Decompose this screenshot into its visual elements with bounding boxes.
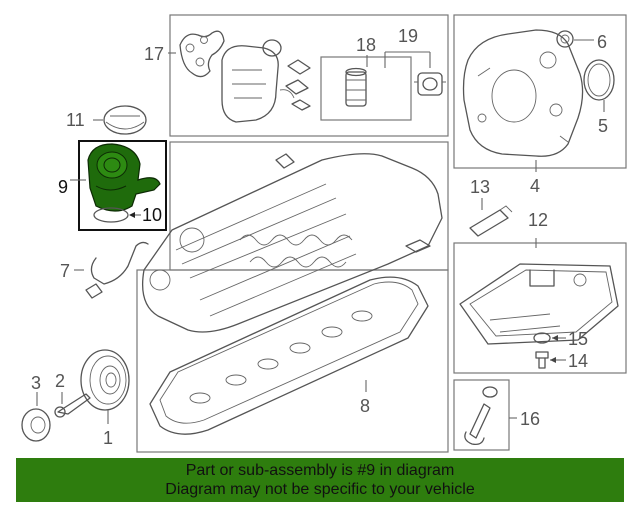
washer-part (21, 408, 51, 442)
callout-14: 14 (568, 351, 588, 371)
drain-plug-seal-part (533, 332, 551, 344)
banner-line-1: Part or sub-assembly is #9 in diagram (185, 462, 455, 479)
sealant-tube-part (469, 205, 513, 237)
group-box-top-center (169, 14, 449, 137)
o-ring-part (93, 207, 129, 223)
small-seal-rings-part (285, 59, 311, 111)
oil-filler-cap-part (103, 105, 147, 135)
pulley-bolt-part (54, 393, 91, 418)
callout-18: 18 (356, 35, 376, 55)
crankshaft-pulley-part (80, 349, 130, 411)
callout-10: 10 (142, 205, 162, 225)
group-box-gasket (136, 269, 449, 453)
banner-line-2: Diagram may not be specific to your vehi… (165, 481, 475, 498)
filter-kit-box (320, 56, 412, 121)
drain-plug-part (535, 351, 549, 369)
oil-pan-part (459, 263, 619, 345)
thermostat-housing-part (221, 39, 295, 123)
plug-part (556, 30, 574, 48)
callout-3: 3 (31, 373, 41, 393)
callout-13: 13 (470, 177, 490, 197)
callout-5: 5 (598, 116, 608, 136)
group-box-top-right (453, 14, 627, 169)
highlighted-oil-filler-neck-part (87, 143, 161, 212)
callout-12: 12 (528, 210, 548, 230)
callout-16: 16 (520, 409, 540, 429)
filter-cap-part (414, 72, 446, 96)
cylinder-head-cover-part (141, 153, 443, 333)
callout-1: 1 (103, 428, 113, 448)
valve-cover-gasket-part (149, 276, 429, 435)
callout-7: 7 (60, 261, 70, 281)
crank-seal-part (583, 59, 615, 101)
group-box-dipstick (453, 379, 510, 451)
dipstick-tube-part (464, 386, 498, 446)
callout-19: 19 (398, 26, 418, 46)
arrow-10 (129, 212, 135, 218)
callout-4: 4 (530, 176, 540, 196)
callout-8: 8 (360, 396, 370, 416)
group-box-highlighted-part (78, 140, 167, 231)
oil-filter-element-part (345, 67, 367, 107)
timing-cover-part (462, 29, 584, 157)
info-banner: Part or sub-assembly is #9 in diagram Di… (16, 458, 624, 502)
callout-17: 17 (144, 44, 164, 64)
arrow-14 (550, 357, 556, 363)
callout-2: 2 (55, 371, 65, 391)
callout-15: 15 (568, 329, 588, 349)
group-box-oil-pan (453, 242, 627, 374)
callout-11: 11 (66, 110, 85, 130)
breather-hose-part (85, 241, 149, 299)
callout-9: 9 (58, 177, 68, 197)
arrow-15 (552, 335, 558, 341)
coolant-pipe-gasket-part (179, 30, 225, 78)
leader-19 (384, 51, 431, 68)
callout-6: 6 (597, 32, 607, 52)
